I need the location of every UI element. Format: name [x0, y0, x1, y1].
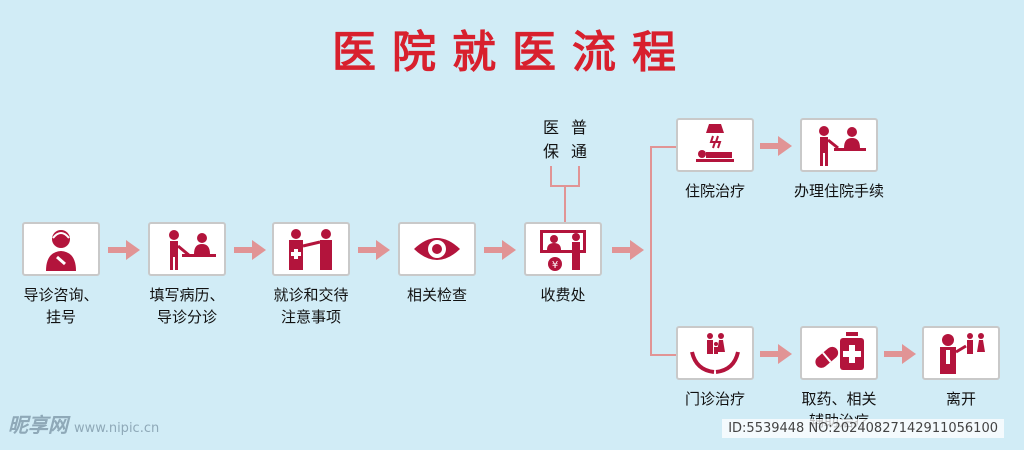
payment-yibao-char1: 医 — [542, 118, 559, 137]
arrow-3-icon — [358, 240, 390, 260]
payment-putong-char1: 普 — [570, 118, 587, 137]
step-exam-line1: 相关检查 — [406, 286, 467, 304]
step-triage-box[interactable] — [22, 222, 100, 276]
step-outpatient-label: 门诊治疗 — [660, 388, 770, 410]
step-inpatient-label: 住院治疗 — [660, 180, 770, 202]
watermark-brand: 昵享网 www.nipic.cn — [8, 409, 159, 438]
step-registration-box[interactable] — [148, 222, 226, 276]
step-leave-line1: 离开 — [945, 390, 976, 408]
arrow-1-icon — [108, 240, 140, 260]
arrow-7-icon — [760, 344, 792, 364]
step-consult-line1: 就诊和交待 — [273, 286, 349, 304]
hospital-bed-icon — [696, 124, 734, 162]
arrow-6-icon — [760, 136, 792, 156]
payment-putong-char2: 通 — [570, 142, 587, 161]
step-medicine-box[interactable] — [800, 326, 878, 380]
nurse-icon — [46, 230, 76, 271]
payment-bracket-left — [550, 166, 552, 186]
step-leave-box[interactable] — [922, 326, 1000, 380]
payment-bracket-stem — [564, 186, 566, 222]
watermark-brand-text: 昵享网 — [8, 413, 68, 437]
step-cashier-box[interactable]: ¥ — [524, 222, 602, 276]
branch-line-bottom — [650, 354, 676, 356]
cashier-icon: ¥ — [540, 230, 586, 271]
arrow-8-icon — [884, 344, 916, 364]
step-leave-label: 离开 — [906, 388, 1016, 410]
step-cashier-line1: 收费处 — [540, 286, 586, 304]
step-consult-box[interactable] — [272, 222, 350, 276]
doctor-consult-icon — [289, 229, 332, 270]
watermark-id: ID:5539448 NO:20240827142911056100 — [722, 419, 1004, 438]
step-cashier-label: 收费处 — [508, 284, 618, 306]
arrow-2-icon — [234, 240, 266, 260]
step-admission-line1: 办理住院手续 — [793, 182, 884, 200]
medicine-icon — [815, 332, 864, 370]
step-medicine-line1: 取药、相关 — [801, 390, 877, 408]
family-care-icon — [690, 333, 740, 374]
step-triage-line1: 导诊咨询、 — [23, 286, 99, 304]
step-registration-line2: 导诊分诊 — [156, 308, 217, 326]
leave-icon — [940, 333, 985, 374]
step-triage-line2: 挂号 — [45, 308, 76, 326]
step-consult-line2: 注意事项 — [280, 308, 341, 326]
step-outpatient-box[interactable] — [676, 326, 754, 380]
step-inpatient-box[interactable] — [676, 118, 754, 172]
branch-line-vertical — [650, 146, 652, 356]
admission-desk-icon — [819, 126, 866, 166]
branch-line-top — [650, 146, 676, 148]
arrow-4-icon — [484, 240, 516, 260]
step-outpatient-line1: 门诊治疗 — [684, 390, 745, 408]
reception-desk-icon — [169, 230, 216, 270]
step-registration-label: 填写病历、 导诊分诊 — [132, 284, 242, 328]
svg-text:¥: ¥ — [552, 260, 558, 271]
payment-yibao-label: 医 保 — [541, 116, 561, 164]
step-consult-label: 就诊和交待 注意事项 — [256, 284, 366, 328]
payment-bracket-right — [578, 166, 580, 186]
step-admission-label: 办理住院手续 — [784, 180, 894, 202]
payment-putong-label: 普 通 — [569, 116, 589, 164]
payment-yibao-char2: 保 — [542, 142, 559, 161]
step-inpatient-line1: 住院治疗 — [684, 182, 745, 200]
watermark-url: www.nipic.cn — [74, 421, 160, 436]
eye-icon — [414, 238, 460, 260]
step-exam-label: 相关检查 — [382, 284, 492, 306]
arrow-5-icon — [612, 240, 644, 260]
step-registration-line1: 填写病历、 — [149, 286, 225, 304]
step-exam-box[interactable] — [398, 222, 476, 276]
step-triage-label: 导诊咨询、 挂号 — [6, 284, 116, 328]
page-title: 医院就医流程 — [332, 27, 692, 78]
step-admission-box[interactable] — [800, 118, 878, 172]
